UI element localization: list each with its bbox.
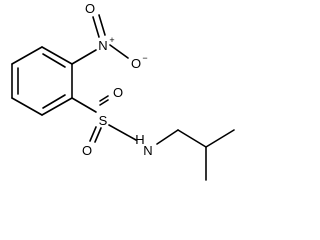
sulfur-to-nitrogen-bond — [108, 124, 137, 141]
sulfonamide-group: O S O H N — [71, 85, 153, 158]
nitro-nitrogen-charge: + — [109, 35, 114, 45]
ring-bond-1 — [41, 46, 73, 65]
nitro-oxygen-top-label: O — [85, 1, 95, 16]
chemical-structure-diagram: O N + O − O S O H N — [11, 1, 235, 181]
nitro-n-o-double-bond-1 — [92, 16, 100, 38]
ch2-to-ch-bond — [177, 129, 207, 148]
nitro-oxygen-left-label: O — [131, 56, 141, 71]
ring-to-sulfur-bond — [71, 97, 97, 113]
sulfur-oxygen-bottom-double-bond-2 — [94, 127, 102, 143]
nitro-n-o-bond — [109, 44, 129, 59]
ch-to-methyl-top-bond — [205, 129, 235, 148]
amine-hydrogen-label: H — [135, 132, 144, 147]
ring-to-nitro-bond — [71, 49, 97, 65]
nitro-group: O N + O − — [71, 1, 148, 71]
ring-bond-3 — [41, 97, 73, 116]
amine-nitrogen-label: N — [143, 143, 152, 158]
sulfur-oxygen-bottom-double-bond-1 — [89, 126, 97, 142]
ring-double-bond-inner-2 — [42, 94, 66, 109]
sulfonyl-oxygen-bottom-label: O — [82, 143, 92, 158]
sulfur-oxygen-top-double-bond-2 — [99, 95, 109, 102]
ring-bond-4 — [11, 97, 43, 116]
nitro-nitrogen-label: N — [98, 38, 107, 53]
sulfur-label: S — [99, 113, 108, 128]
nitro-n-o-double-bond-2 — [98, 14, 106, 36]
nitrogen-to-ch2-bond — [156, 129, 179, 145]
isobutyl-chain — [156, 129, 235, 181]
ring-bond-6 — [11, 46, 43, 65]
sulfonyl-oxygen-top-label: O — [113, 85, 123, 100]
nitro-oxygen-charge: − — [142, 53, 147, 63]
sulfur-oxygen-top-double-bond-1 — [99, 99, 109, 106]
ring-double-bond-inner-1 — [42, 53, 66, 68]
benzene-ring — [11, 46, 73, 116]
